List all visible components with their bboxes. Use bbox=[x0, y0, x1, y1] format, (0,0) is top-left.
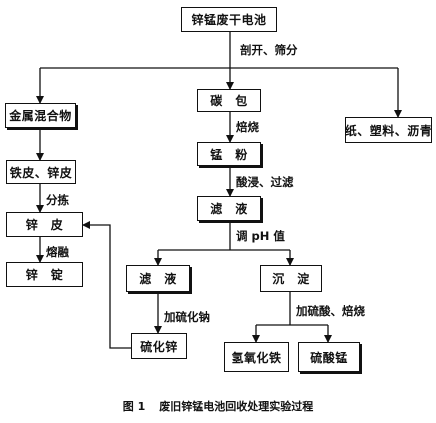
step-separate: 分拣 bbox=[46, 193, 69, 207]
step-cut-sort: 剖开、筛分 bbox=[240, 43, 298, 57]
node-zinc-ingot: 锌 锭 bbox=[6, 262, 83, 287]
arrow-zns-feedback bbox=[82, 221, 131, 349]
node-filtrate-2: 滤 液 bbox=[126, 265, 190, 292]
node-mn-sulfate: 硫酸锰 bbox=[298, 342, 360, 372]
node-iron-hydroxide: 氢氧化铁 bbox=[224, 342, 289, 372]
step-add-na2s: 加硫化钠 bbox=[164, 310, 210, 324]
node-spent-battery: 锌锰废干电池 bbox=[181, 7, 277, 32]
node-mn-powder: 锰 粉 bbox=[197, 142, 261, 166]
node-metal-mixture: 金属混合物 bbox=[5, 103, 76, 128]
figure-title: 废旧锌锰电池回收处理实验过程 bbox=[159, 400, 314, 413]
step-smelt: 熔融 bbox=[46, 245, 69, 259]
step-add-acid: 加硫酸、焙烧 bbox=[296, 304, 365, 318]
node-paper-plastic-asphalt: 纸、塑料、沥青 bbox=[345, 117, 432, 143]
node-precipitate: 沉 淀 bbox=[260, 265, 322, 292]
node-carbon-pack: 碳 包 bbox=[197, 89, 261, 112]
step-acid-filter: 酸浸、过滤 bbox=[236, 175, 294, 189]
node-iron-zinc-skin: 铁皮、锌皮 bbox=[6, 160, 76, 184]
figure-number: 图 1 bbox=[122, 400, 146, 413]
step-adjust-ph: 调 pH 值 bbox=[236, 229, 285, 243]
step-roast: 焙烧 bbox=[236, 120, 259, 134]
figure-caption: 图 1 废旧锌锰电池回收处理实验过程 bbox=[0, 398, 436, 414]
node-filtrate-1: 滤 液 bbox=[197, 196, 261, 221]
node-zinc-sulfide: 硫化锌 bbox=[131, 333, 187, 359]
node-zinc-skin: 锌 皮 bbox=[6, 212, 83, 237]
